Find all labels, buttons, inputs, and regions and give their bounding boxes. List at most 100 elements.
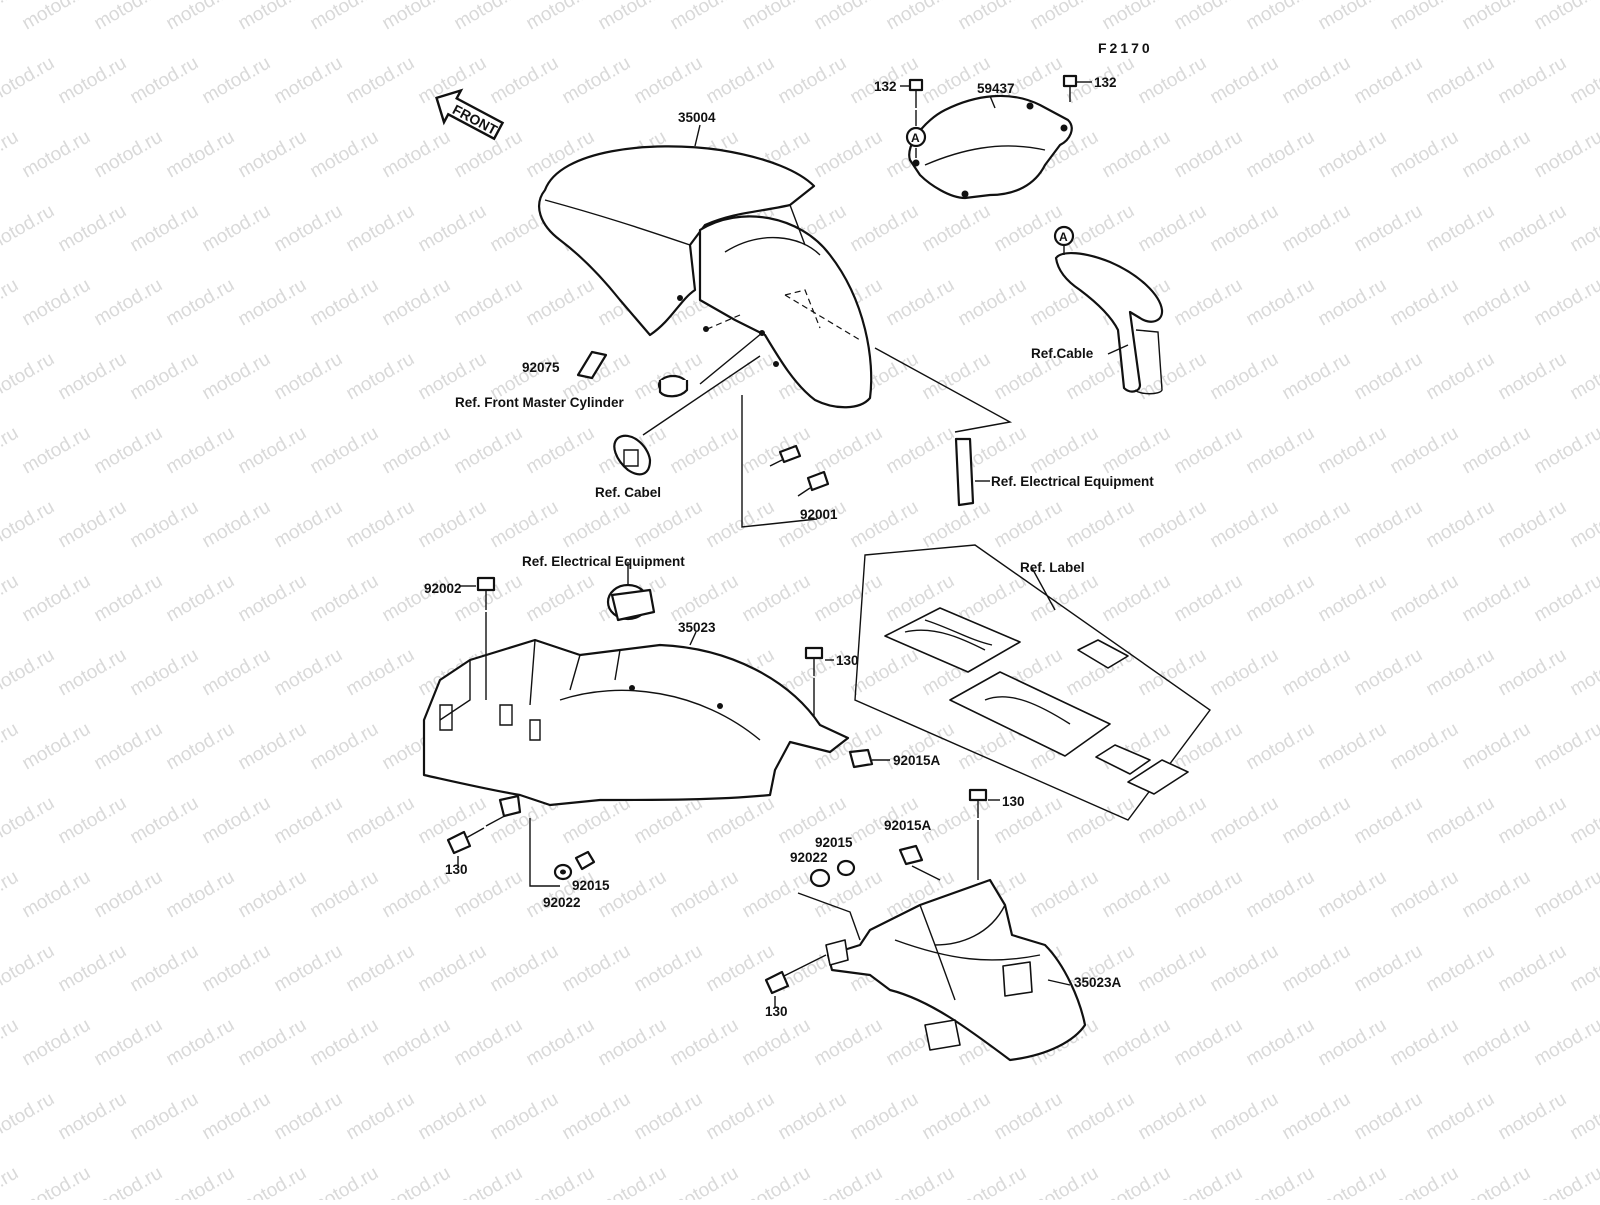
bracket-tab-left [498,794,522,818]
watermark-text: motod.ru [271,793,346,849]
bolt-92001-b [797,470,830,497]
watermark-text: motod.ru [235,275,310,331]
watermark-text: motod.ru [1567,201,1600,257]
watermark-text: motod.ru [739,423,814,479]
label-35004: 35004 [678,110,716,125]
watermark-text: motod.ru [559,941,634,997]
watermark-text: motod.ru [451,423,526,479]
watermark-text: motod.ru [631,497,706,553]
watermark-text: motod.ru [307,719,382,775]
watermark-text: motod.ru [595,0,670,34]
watermark-text: motod.ru [703,349,778,405]
watermark-text: motod.ru [1279,349,1354,405]
watermark-text: motod.ru [1135,349,1210,405]
label-132-right: 132 [1094,75,1117,90]
watermark-text: motod.ru [811,0,886,34]
bolt-130-d [764,954,827,1008]
watermark-text: motod.ru [1279,53,1354,109]
watermark-text: motod.ru [1099,0,1174,34]
watermark-text: motod.ru [379,423,454,479]
watermark-text: motod.ru [739,1163,814,1200]
watermark-text: motod.ru [991,201,1066,257]
watermark-text: motod.ru [1567,497,1600,553]
watermark-text: motod.ru [1027,867,1102,923]
watermark-text: motod.ru [1027,423,1102,479]
watermark-text: motod.ru [1207,793,1282,849]
watermark-text: motod.ru [667,0,742,34]
watermark-text: motod.ru [631,1089,706,1145]
watermark-text: motod.ru [1135,53,1210,109]
watermark-text: motod.ru [379,571,454,627]
watermark-text: motod.ru [487,941,562,997]
watermark-text: motod.ru [1315,127,1390,183]
watermark-text: motod.ru [1459,423,1534,479]
watermark-text: motod.ru [127,1089,202,1145]
watermark-text: motod.ru [1315,275,1390,331]
watermark-text: motod.ru [667,571,742,627]
watermark-text: motod.ru [343,645,418,701]
watermark-text: motod.ru [307,275,382,331]
watermark-text: motod.ru [1495,941,1570,997]
watermark-text: motod.ru [0,127,22,183]
watermark-text: motod.ru [667,1163,742,1200]
nut-92015-a [574,850,596,871]
watermark-text: motod.ru [1135,941,1210,997]
watermark-text: motod.ru [1099,423,1174,479]
watermark-text: motod.ru [163,127,238,183]
watermark-text: motod.ru [1207,941,1282,997]
watermark-text: motod.ru [1495,349,1570,405]
bolt-92001-a [769,444,802,467]
watermark-text: motod.ru [163,719,238,775]
watermark-text: motod.ru [379,0,454,34]
watermark-text: motod.ru [415,941,490,997]
watermark-text: motod.ru [883,423,958,479]
label-92015-a: 92015 [572,878,610,893]
watermark-text: motod.ru [307,423,382,479]
watermark-text: motod.ru [1495,497,1570,553]
watermark-text: motod.ru [19,275,94,331]
watermark-text: motod.ru [343,793,418,849]
master-cylinder-clamp [657,374,689,398]
watermark-text: motod.ru [595,1015,670,1071]
watermark-text: motod.ru [1387,1015,1462,1071]
watermark-text: motod.ru [343,941,418,997]
watermark-text: motod.ru [1351,1089,1426,1145]
watermark-text: motod.ru [739,571,814,627]
watermark-text: motod.ru [1243,867,1318,923]
watermark-text: motod.ru [91,1163,166,1200]
watermark-text: motod.ru [1207,1089,1282,1145]
watermark-text: motod.ru [919,1089,994,1145]
watermark-text: motod.ru [271,53,346,109]
label-ref-label: Ref. Label [1020,560,1085,575]
watermark-text: motod.ru [1423,645,1498,701]
watermark-text: motod.ru [343,201,418,257]
cable-grommet [613,434,652,476]
watermark-text: motod.ru [163,571,238,627]
watermark-text: motod.ru [1027,1163,1102,1200]
watermark-text: motod.ru [955,0,1030,34]
watermark-text: motod.ru [919,349,994,405]
watermark-text: motod.ru [1459,571,1534,627]
watermark-text: motod.ru [1387,275,1462,331]
watermark-text: motod.ru [91,423,166,479]
watermark-text: motod.ru [55,645,130,701]
clip-92015A-a [848,748,890,769]
label-92015-b: 92015 [815,835,853,850]
watermark-text: motod.ru [127,941,202,997]
watermark-text: motod.ru [19,423,94,479]
watermark-text: motod.ru [55,941,130,997]
watermark-text: motod.ru [667,1015,742,1071]
watermark-text: motod.ru [1171,719,1246,775]
cover-plate-59437 [908,94,1073,200]
watermark-text: motod.ru [199,941,274,997]
watermark-text: motod.ru [487,497,562,553]
watermark-text: motod.ru [1531,0,1600,34]
watermark-text: motod.ru [0,941,58,997]
watermark-text: motod.ru [1315,867,1390,923]
watermark-text: motod.ru [1531,719,1600,775]
watermark-text: motod.ru [379,867,454,923]
rear-inner-fender-35023 [422,638,850,807]
watermark-text: motod.ru [1387,127,1462,183]
watermark-text: motod.ru [523,423,598,479]
watermark-text: motod.ru [1135,793,1210,849]
